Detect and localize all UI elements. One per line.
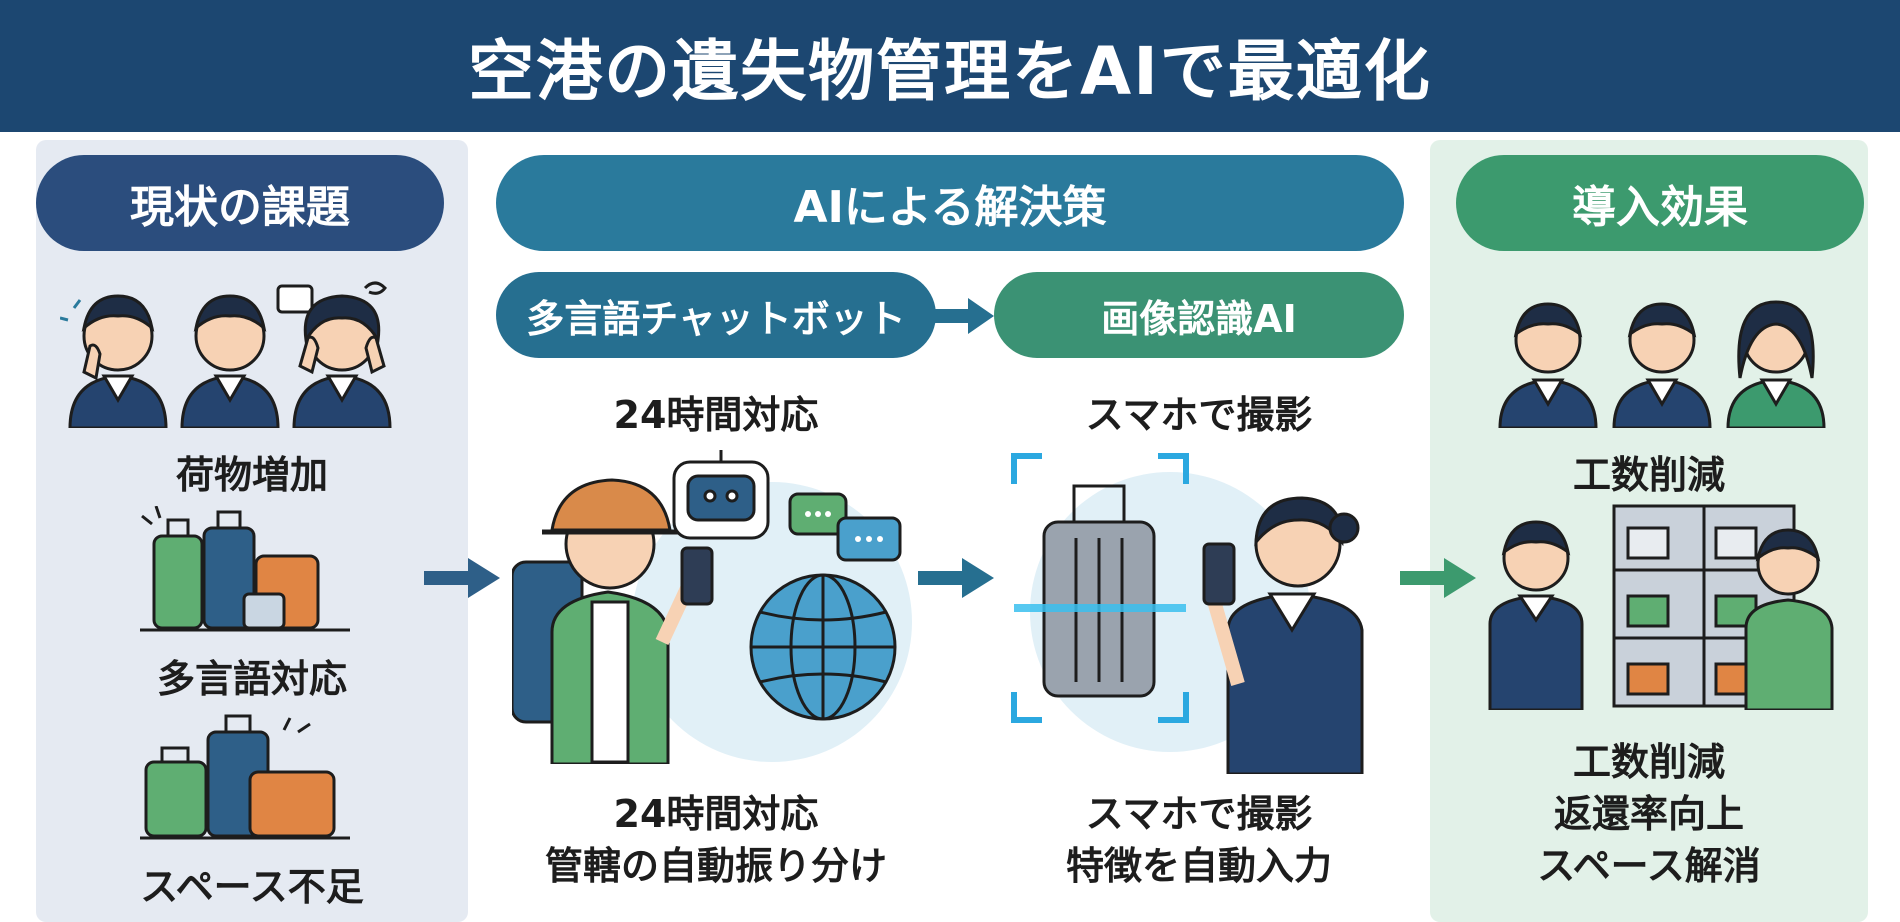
storage-shelf-icon xyxy=(1488,504,1834,710)
globe-icon xyxy=(749,573,897,721)
arrow-right-icon xyxy=(424,558,500,598)
arrow-right-icon xyxy=(918,558,994,598)
image-ai-label: 画像認識AI xyxy=(994,272,1404,358)
chatbot-description-1: 24時間対応 xyxy=(613,792,819,836)
effect-result-1: 工数削減 xyxy=(1572,740,1725,784)
problem-header: 現状の課題 xyxy=(36,155,444,251)
chat-bubble-icon xyxy=(788,492,902,562)
chatbot-description-2: 管轄の自動振り分け xyxy=(544,844,887,888)
problem-item-3: スペース不足 xyxy=(140,865,364,909)
arrow-right-icon xyxy=(932,298,994,334)
chatbot-caption: 24時間対応 xyxy=(613,393,819,437)
staff-phone-icon xyxy=(1202,496,1364,774)
arrow-right-icon xyxy=(1400,558,1476,598)
page-title: 空港の遺失物管理をAIで最適化 xyxy=(468,33,1432,110)
effect-caption: 工数削減 xyxy=(1572,453,1725,497)
title-banner: 空港の遺失物管理をAIで最適化 xyxy=(0,0,1900,132)
image-ai-description-1: スマホで撮影 xyxy=(1085,792,1313,836)
effect-header: 導入効果 xyxy=(1456,155,1864,251)
problem-item-2: 多言語対応 xyxy=(156,657,347,701)
worried-staff-icon xyxy=(60,281,392,428)
chatbot-label: 多言語チャットボット xyxy=(496,272,936,358)
suitcases-icon xyxy=(140,714,350,840)
effect-result-3: スペース解消 xyxy=(1537,844,1761,888)
luggage-pile-icon xyxy=(140,506,350,632)
robot-icon xyxy=(672,450,770,540)
image-ai-description-2: 特徴を自動入力 xyxy=(1065,844,1332,888)
solution-header: AIによる解決策 xyxy=(496,155,1404,251)
effect-result-2: 返還率向上 xyxy=(1553,792,1744,836)
problem-item-1: 荷物増加 xyxy=(175,453,328,497)
happy-staff-icon xyxy=(1498,300,1826,428)
image-ai-caption: スマホで撮影 xyxy=(1085,393,1313,437)
